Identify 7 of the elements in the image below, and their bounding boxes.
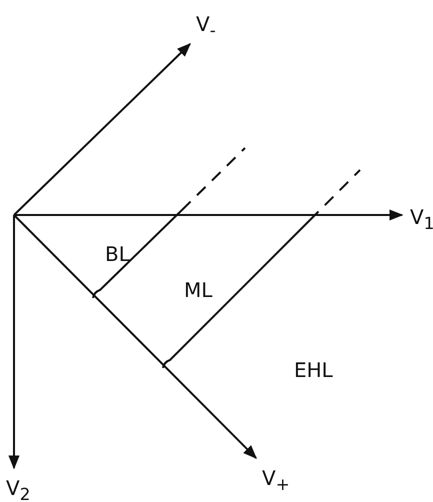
axis-label: V$_{1}$ xyxy=(410,207,433,233)
axis-label: V$_{2}$ xyxy=(6,478,30,502)
region-label: ML xyxy=(184,280,212,300)
axis-label: V$_{-}$ xyxy=(196,14,216,40)
axis-label: V$_{+}$ xyxy=(262,468,290,494)
region-label: EHL xyxy=(294,360,333,380)
region-label: BL xyxy=(105,244,130,264)
